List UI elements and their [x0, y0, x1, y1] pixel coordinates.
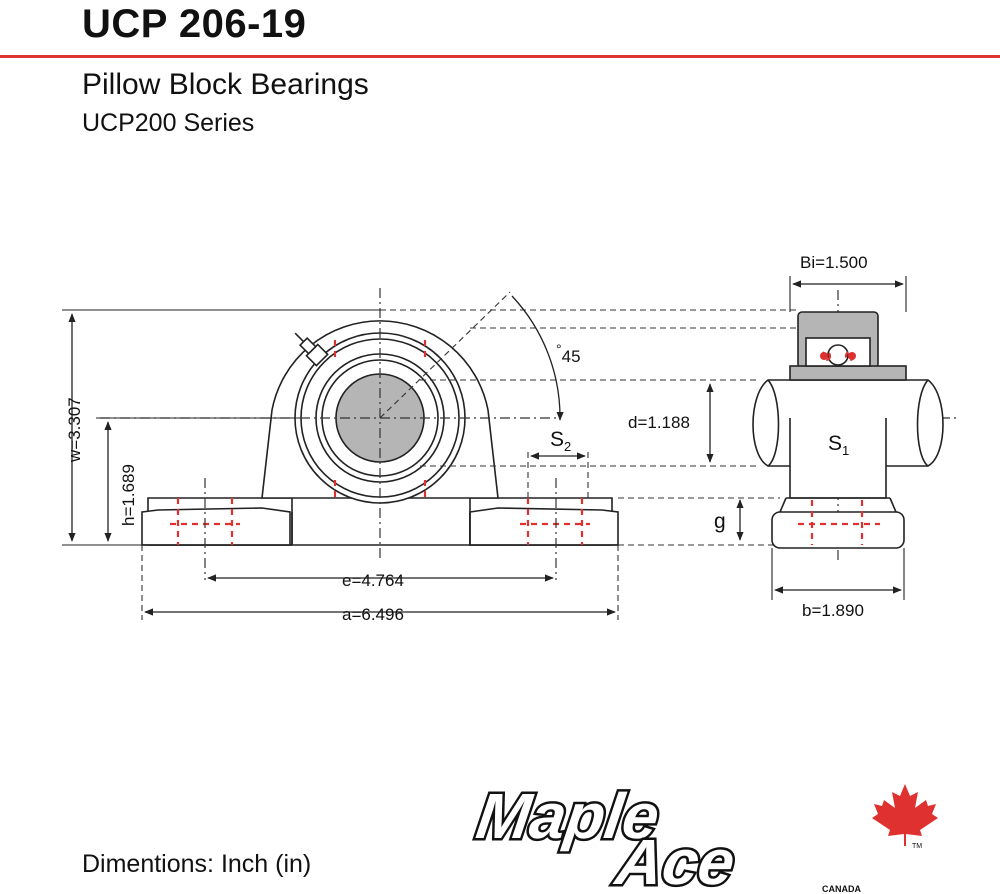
product-subtitle: Pillow Block Bearings: [82, 68, 369, 101]
a-label: a=6.496: [342, 605, 404, 624]
s2-label: S2: [550, 428, 571, 454]
grease-nipple: [294, 332, 329, 367]
product-series: UCP200 Series: [82, 109, 255, 137]
w-label: w=3.307: [65, 397, 84, 463]
maple-ace-logo: Maple Ace CANADA TM: [470, 778, 938, 894]
side-base: [771, 511, 905, 549]
front-view: [141, 320, 619, 546]
bi-label: Bi=1.500: [800, 253, 868, 272]
b-label: b=1.890: [802, 601, 864, 620]
g-label: g: [714, 510, 726, 533]
logo-country: CANADA: [822, 884, 861, 894]
logo-word-ace: Ace: [610, 826, 739, 894]
pedestal: [789, 418, 887, 499]
page-title: UCP 206-19: [82, 2, 307, 46]
ball: [827, 344, 849, 366]
angle-label: °45: [556, 341, 581, 366]
side-view: [752, 311, 944, 549]
title-divider: [0, 55, 1000, 58]
angle-arc: [511, 295, 564, 421]
maple-leaf-icon: [872, 784, 938, 846]
d-label: d=1.188: [628, 413, 690, 432]
s1-label: S1: [828, 432, 849, 458]
e-label: e=4.764: [342, 571, 404, 590]
units-note: Dimentions: Inch (in): [82, 850, 312, 878]
logo-tm: TM: [912, 843, 922, 850]
h-label: h=1.689: [119, 464, 138, 526]
logo-word-maple: Maple: [472, 780, 663, 852]
